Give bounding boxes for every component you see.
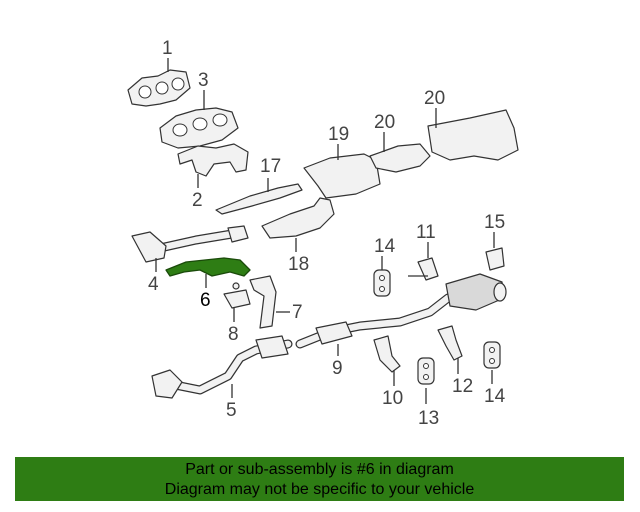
part-6-bracket-highlighted[interactable] — [165, 257, 251, 277]
part-3-manifold-shield[interactable] — [159, 107, 239, 149]
callout-18: 19 — [328, 124, 349, 145]
part-1-manifold-gasket[interactable] — [127, 69, 191, 107]
part-16-heat-shield[interactable] — [215, 183, 303, 215]
part-12-hanger[interactable] — [437, 325, 463, 361]
callout-16: 17 — [260, 156, 281, 177]
callout-8: 8 — [228, 324, 239, 345]
callout-13: 13 — [418, 408, 439, 429]
callout-6: 6 — [200, 290, 211, 311]
callout-2: 2 — [192, 190, 203, 211]
callout-11: 11 — [416, 222, 436, 243]
callout-9: 9 — [332, 358, 343, 379]
callout-17: 18 — [288, 254, 309, 275]
part-7-bracket[interactable] — [249, 275, 277, 329]
callout-10: 10 — [382, 388, 403, 409]
part-15-tailpipe-tip[interactable] — [485, 247, 505, 271]
part-14-isolator-lower[interactable] — [483, 341, 501, 369]
exhaust-parts-diagram: 1 3 2 17 18 19 20 20 — [127, 38, 519, 429]
part-18-heat-shield[interactable] — [303, 153, 381, 199]
callout-1: 1 — [162, 38, 173, 59]
callout-12: 12 — [452, 376, 473, 397]
part-13-isolator[interactable] — [417, 357, 435, 385]
callout-4: 4 — [148, 274, 159, 295]
callout-14-upper: 14 — [374, 236, 396, 257]
part-19-heat-shield[interactable] — [369, 143, 431, 173]
part-2-exhaust-manifold[interactable] — [177, 143, 249, 177]
callout-5: 5 — [226, 400, 237, 421]
callout-7: 7 — [292, 302, 303, 323]
callout-3: 3 — [198, 70, 209, 91]
callout-15: 15 — [484, 212, 505, 233]
part-11-hanger[interactable] — [408, 257, 439, 281]
info-line-part: Part or sub-assembly is #6 in diagram — [185, 461, 454, 478]
part-20-rear-heat-shield[interactable] — [427, 109, 519, 161]
info-line-disclaimer: Diagram may not be specific to your vehi… — [164, 481, 475, 498]
callout-20: 20 — [424, 88, 445, 109]
part-4-front-pipe[interactable] — [131, 225, 249, 263]
part-14-isolator-upper[interactable] — [373, 269, 391, 297]
info-banner: Part or sub-assembly is #6 in diagram Di… — [15, 457, 624, 501]
callout-14-lower: 14 — [484, 386, 506, 407]
part-5-front-exhaust-pipe[interactable] — [151, 335, 293, 399]
part-9-center-pipe-muffler[interactable] — [295, 273, 507, 349]
part-17-heat-shield[interactable] — [261, 197, 335, 239]
part-10-hanger[interactable] — [373, 335, 401, 373]
callout-19: 20 — [374, 112, 395, 133]
part-8-hanger-bracket[interactable] — [223, 282, 251, 309]
